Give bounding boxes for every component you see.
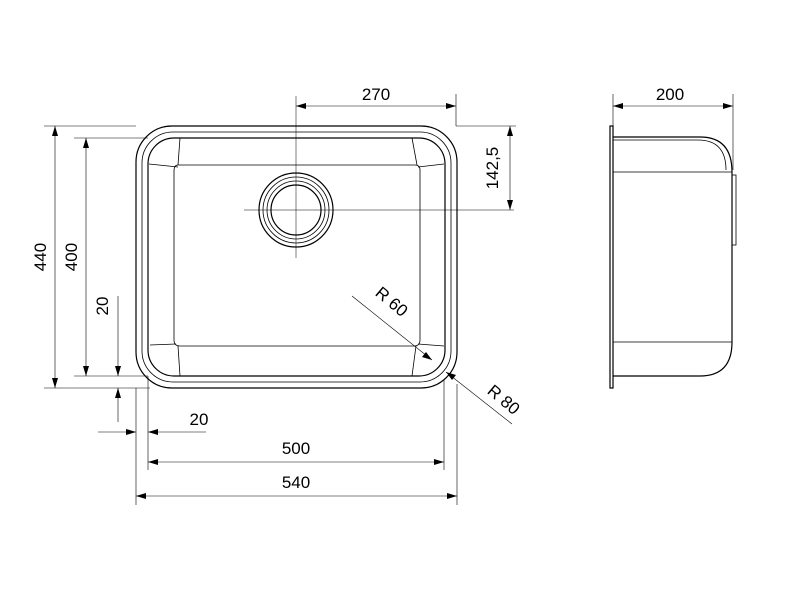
dimension-500: 500 — [148, 380, 445, 470]
dimension-540: 540 — [136, 384, 458, 505]
dimension-440: 440 — [31, 125, 150, 389]
dimension-270: 270 — [296, 85, 457, 126]
bevel-line — [149, 343, 177, 346]
bevel-line — [177, 137, 181, 166]
side-view-bowl-profile — [613, 136, 733, 377]
dimension-142-5: 142,5 — [456, 125, 516, 210]
dimension-20-vertical: 20 — [93, 296, 121, 422]
bevel-line — [417, 343, 445, 347]
sink-bowl-outline — [147, 137, 446, 377]
dimension-label-200: 200 — [656, 85, 684, 104]
bevel-line — [417, 163, 445, 168]
bevel-line — [148, 163, 179, 168]
dimension-label-540: 540 — [282, 473, 310, 492]
sink-rim-inner-line — [141, 131, 452, 383]
dimension-label-440: 440 — [31, 243, 50, 271]
radius-label-r80: R 80 — [484, 381, 524, 419]
side-view-overflow — [731, 174, 737, 246]
bevel-line — [411, 137, 418, 166]
dimension-label-270: 270 — [362, 85, 390, 104]
dimension-label-400: 400 — [62, 243, 81, 271]
dimension-200: 200 — [612, 85, 734, 170]
radius-r80-leader: R 80 — [445, 371, 524, 425]
dimension-20-horizontal: 20 — [98, 376, 208, 505]
sink-outer-rim — [135, 125, 458, 389]
bevel-line — [411, 345, 417, 377]
dimension-400: 400 — [62, 137, 148, 377]
side-view-rim — [609, 125, 614, 389]
sink-side-view — [609, 125, 737, 389]
side-view-inner-line — [613, 139, 727, 171]
dimension-label-500: 500 — [282, 439, 310, 458]
dimension-label-20-vertical: 20 — [93, 297, 112, 316]
radius-label-r60: R 60 — [372, 283, 412, 321]
sink-top-view — [135, 96, 514, 389]
bevel-line — [177, 345, 181, 377]
sink-bowl-floor — [173, 164, 421, 347]
dimension-label-20-horizontal: 20 — [190, 410, 209, 429]
dimension-label-142-5: 142,5 — [483, 147, 502, 190]
